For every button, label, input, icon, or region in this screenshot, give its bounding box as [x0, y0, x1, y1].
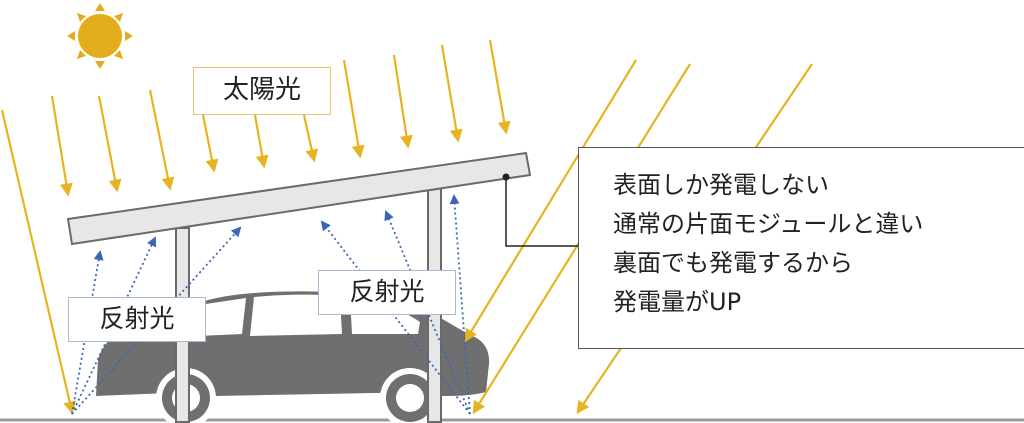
- reflected-light-label-right: 反射光: [318, 270, 456, 315]
- explanation-note: 表面しか発電しない 通常の片面モジュールと違い 裏面でも発電するから 発電量がU…: [578, 147, 1024, 349]
- note-line: 表面しか発電しない: [613, 171, 829, 199]
- sun-icon: [67, 3, 133, 69]
- solar-panel-icon: [66, 151, 532, 246]
- reflected-light-arrow: [384, 210, 471, 415]
- note-line: 裏面でも発電するから: [613, 249, 853, 277]
- sunlight-arrow: [50, 95, 73, 197]
- sunlight-label: 太陽光: [193, 67, 331, 115]
- note-line: 発電量がUP: [613, 288, 742, 316]
- note-connector: [502, 173, 578, 247]
- sunlight-arrow: [440, 44, 463, 143]
- reflected-light-label-left: 反射光: [68, 297, 206, 342]
- reflected-light-label-right-text: 反射光: [349, 277, 425, 306]
- sunlight-arrow: [392, 54, 413, 149]
- reflected-light-arrow: [449, 194, 471, 415]
- sunlight-arrow: [0, 109, 76, 415]
- reflected-light-label-left-text: 反射光: [99, 304, 175, 333]
- sunlight-label-text: 太陽光: [222, 75, 301, 105]
- sunlight-arrow: [342, 59, 365, 159]
- sunlight-arrow: [253, 114, 269, 169]
- sunlight-arrow: [201, 114, 219, 173]
- reflected-light-arrow: [320, 220, 471, 415]
- sunlight-arrow: [302, 114, 319, 163]
- diagonal-sunlight-arrows: [0, 59, 813, 415]
- sunlight-arrow: [148, 89, 175, 191]
- note-line: 通常の片面モジュールと違い: [613, 210, 924, 238]
- sunlight-arrow: [488, 39, 511, 135]
- sunlight-arrow: [97, 95, 122, 193]
- sunlight-arrows: [50, 39, 511, 197]
- sunlight-arrow: [464, 59, 637, 343]
